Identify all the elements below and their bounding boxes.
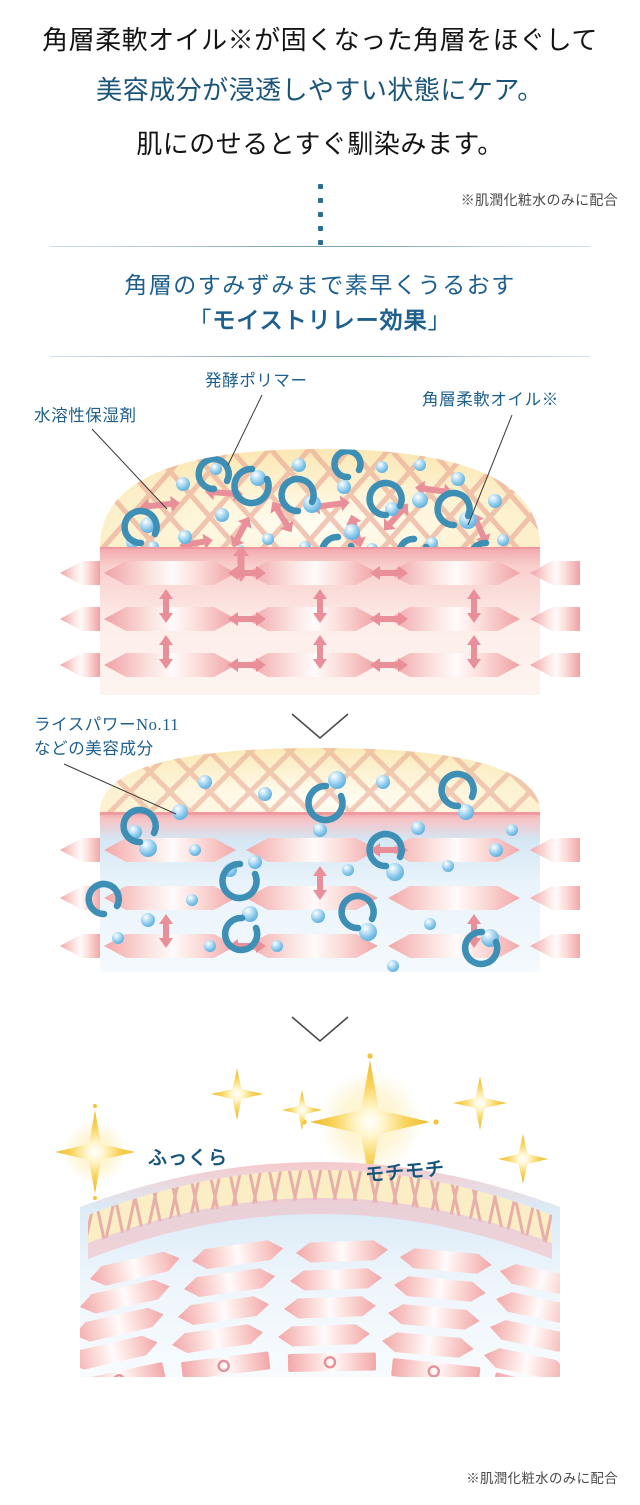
hero-line-1: 角層柔軟オイル※が固くなった角層をほぐして <box>42 26 598 55</box>
hero-line-2-wrapper: 美容成分が浸透しやすい状態にケア。 <box>0 66 640 120</box>
yellow-highlight-underline <box>94 107 546 111</box>
hero-line-2-text: 美容成分が浸透しやすい状態にケア。 <box>96 76 544 105</box>
stage-2-diagram: ライスパワーNo.11 などの美容成分 <box>0 702 640 1007</box>
stage-1-diagram: 水溶性保湿剤 発酵ポリマー 角層柔軟オイル※ <box>0 357 640 702</box>
vertical-dotted-divider <box>318 184 323 245</box>
divider-and-note-row: ※肌潤化粧水のみに配合 <box>0 180 640 246</box>
skin-horizontal-arrows <box>228 566 408 672</box>
leader-line <box>63 763 177 815</box>
sparkle-small-b <box>282 1090 322 1130</box>
divider-dot <box>318 212 323 217</box>
plumped-skin <box>80 1162 560 1377</box>
bracket-close: 」 <box>427 308 452 333</box>
sparkles <box>55 1053 548 1200</box>
divider-dot <box>318 184 323 189</box>
penetrating-arcs <box>85 770 501 968</box>
section-heading-emphasis: モイストリレー効果 <box>212 307 428 333</box>
divider-dot <box>318 240 323 245</box>
footnote-top: ※肌潤化粧水のみに配合 <box>460 194 618 209</box>
label-rice-power-line-1: ライスパワーNo.11 <box>34 715 180 734</box>
divider-dot <box>318 226 323 231</box>
label-plump: ふっくら <box>148 1148 229 1169</box>
stage-1-illustration <box>60 394 580 695</box>
sparkle-medium-left <box>55 1104 135 1200</box>
leader-lines <box>91 394 513 526</box>
section-rule-bottom <box>50 356 590 357</box>
section-heading-line-2: 「モイストリレー効果」 <box>0 303 640 338</box>
label-fermented-polymer: 発酵ポリマー <box>205 371 308 390</box>
skin-cell-rows <box>60 561 580 677</box>
hero-line-3: 肌にのせるとすぐ馴染みます。 <box>136 130 504 159</box>
hero-heading-block: 角層柔軟オイル※が固くなった角層をほぐして 美容成分が浸透しやすい状態にケア。 … <box>0 0 640 170</box>
chevron-down-icon-2 <box>291 1016 349 1043</box>
section-rule-top <box>50 246 590 247</box>
humectant-beads <box>126 458 509 547</box>
label-rice-power-line-2: などの美容成分 <box>34 739 154 758</box>
plump-cell-rows <box>80 1240 560 1377</box>
lattice-pattern <box>100 748 540 812</box>
thin-oil-dome <box>100 748 540 812</box>
label-water-soluble-humectant: 水溶性保湿剤 <box>34 406 137 425</box>
label-softening-oil: 角層柔軟オイル※ <box>422 390 559 409</box>
footnote-bottom: ※肌潤化粧水のみに配合 <box>466 1471 618 1486</box>
bracket-open: 「 <box>188 308 213 333</box>
basal-cell-row <box>80 1351 560 1377</box>
hero-line-2: 美容成分が浸透しやすい状態にケア。 <box>94 66 546 116</box>
sparkle-small-d <box>498 1134 548 1184</box>
chevron-down-icon-1 <box>291 713 349 740</box>
skin-cell-rows <box>60 838 580 958</box>
section-heading: 角層のすみずみまで素早くうるおす 「モイストリレー効果」 <box>0 247 640 356</box>
section-heading-line-1: 角層のすみずみまで素早くうるおす <box>124 273 516 298</box>
stage-3-illustration <box>55 1053 560 1377</box>
polymer-arcs <box>121 449 504 547</box>
sparkle-small-c <box>453 1076 507 1130</box>
stage-3-diagram: ふっくら モチモチ <box>0 1007 640 1407</box>
stage-2-illustration <box>60 748 580 972</box>
skin-vertical-arrows <box>159 545 481 669</box>
divider-dot <box>318 198 323 203</box>
sparkle-small-a <box>211 1068 263 1120</box>
